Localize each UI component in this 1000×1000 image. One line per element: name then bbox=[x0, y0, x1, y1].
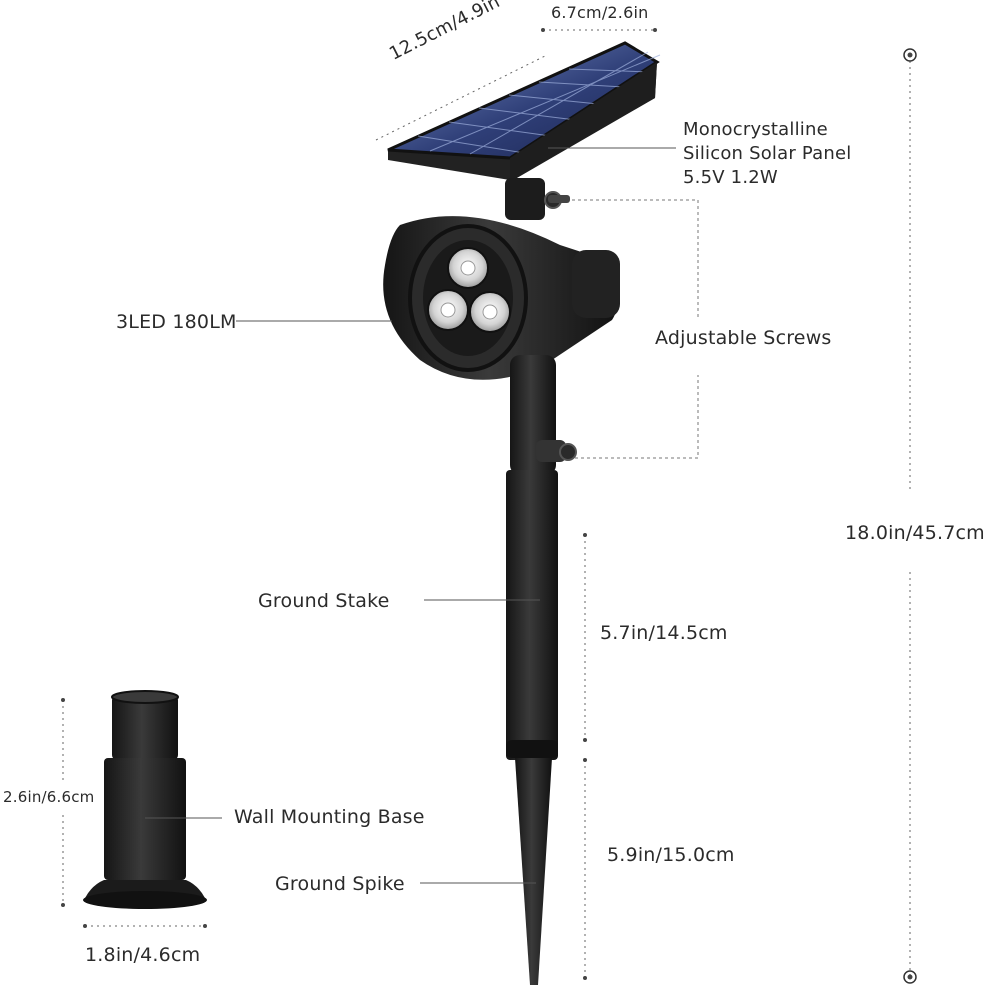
dimension-endpoints bbox=[61, 28, 917, 984]
led-label: 3LED 180LM bbox=[116, 311, 237, 333]
stake-length-dimension: 5.7in/14.5cm bbox=[600, 622, 728, 644]
solar-panel-label: Monocrystalline Silicon Solar Panel 5.5V… bbox=[683, 118, 851, 190]
wall-mounting-base-label: Wall Mounting Base bbox=[234, 806, 425, 828]
adjustable-screws-label: Adjustable Screws bbox=[655, 327, 832, 349]
solar-panel-icon bbox=[387, 41, 661, 220]
panel-width-dimension: 6.7cm/2.6in bbox=[551, 3, 649, 22]
spike-length-dimension: 5.9in/15.0cm bbox=[607, 844, 735, 866]
dimension-lines bbox=[62, 29, 911, 978]
base-width-dimension: 1.8in/4.6cm bbox=[85, 944, 201, 966]
ground-spike-label: Ground Spike bbox=[275, 873, 405, 895]
total-height-dimension: 18.0in/45.7cm bbox=[845, 522, 985, 544]
base-height-dimension: 2.6in/6.6cm bbox=[3, 788, 95, 806]
ground-stake-label: Ground Stake bbox=[258, 590, 390, 612]
solar-panel-label-line2: Silicon Solar Panel bbox=[683, 143, 852, 164]
spotlight-head-icon bbox=[383, 216, 620, 380]
solar-panel-label-line3: 5.5V 1.2W bbox=[683, 167, 778, 188]
wall-mounting-base-icon bbox=[83, 690, 207, 909]
leader-lines bbox=[145, 147, 676, 884]
solar-panel-label-line1: Monocrystalline bbox=[683, 119, 828, 140]
screw-bracket bbox=[572, 199, 699, 459]
ground-stake-icon bbox=[506, 355, 577, 985]
